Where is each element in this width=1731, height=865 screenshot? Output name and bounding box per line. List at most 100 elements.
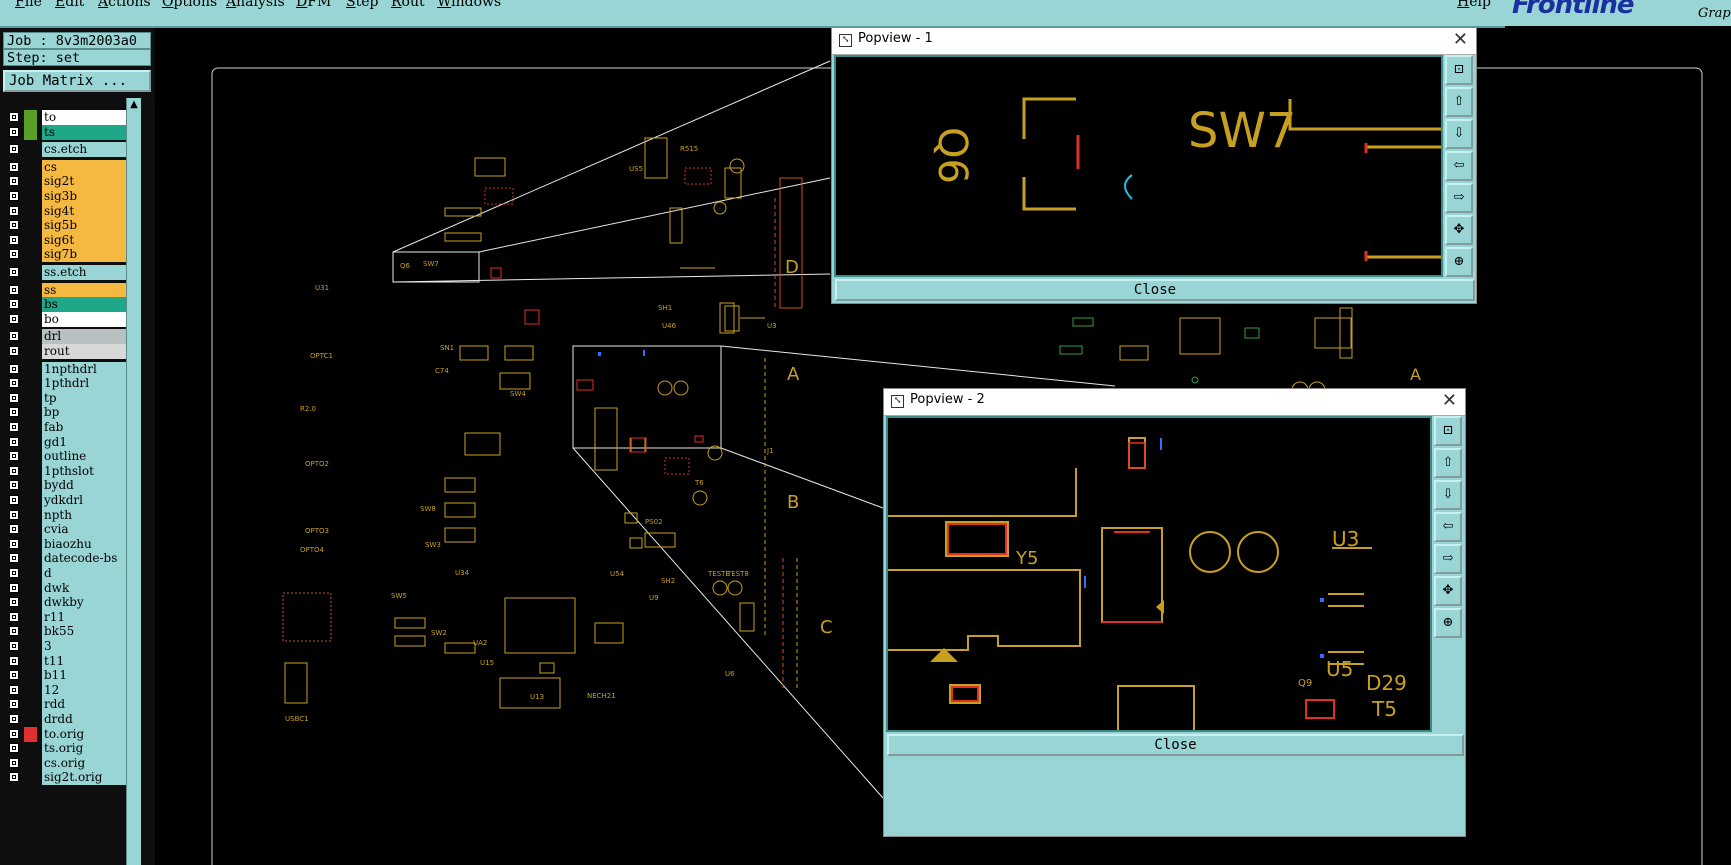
layer-checkbox[interactable] [9, 299, 19, 310]
layer-name[interactable]: d [42, 566, 126, 581]
layer-checkbox[interactable] [9, 378, 19, 389]
layer-checkbox[interactable] [9, 480, 19, 491]
zoom-in-icon[interactable]: ✥ [1445, 215, 1473, 245]
layer-name[interactable]: to [42, 110, 126, 125]
layer-checkbox[interactable] [9, 553, 19, 564]
layer-row[interactable]: outline [4, 449, 126, 465]
zoom-out-icon[interactable]: ⊕ [1445, 247, 1473, 277]
pan-down-icon[interactable]: ⇩ [1434, 480, 1462, 510]
zoom-in-icon[interactable]: ✥ [1434, 576, 1462, 606]
layer-name[interactable]: drl [42, 329, 126, 345]
layer-row[interactable]: to [4, 110, 126, 125]
layer-checkbox[interactable] [9, 699, 19, 710]
layer-row[interactable]: cs.orig [4, 755, 126, 771]
layer-row[interactable]: to.orig [4, 726, 126, 742]
layer-name[interactable]: biaozhu [42, 536, 126, 552]
popview-2-close-button[interactable]: Close [887, 734, 1464, 756]
zoom-out-icon[interactable]: ⊕ [1434, 608, 1462, 638]
layer-name[interactable]: rout [42, 344, 126, 359]
layer-name[interactable]: sig3b [42, 189, 126, 204]
layer-row[interactable]: dwkby [4, 595, 126, 611]
layer-name[interactable]: cvia [42, 522, 126, 538]
menu-windows[interactable]: Windows [437, 0, 502, 10]
layer-checkbox[interactable] [9, 313, 19, 324]
layer-list-scrollbar[interactable]: ▲ [126, 98, 141, 865]
layer-checkbox[interactable] [9, 346, 19, 356]
layer-name[interactable]: sig2t.orig [42, 770, 126, 786]
layer-row[interactable]: d [4, 566, 126, 581]
layer-name[interactable]: cs.orig [42, 755, 126, 771]
layer-row[interactable]: bp [4, 405, 126, 421]
layer-checkbox[interactable] [9, 743, 19, 754]
layer-checkbox[interactable] [9, 331, 19, 342]
layer-name[interactable]: ts [42, 124, 126, 140]
layer-name[interactable]: ydkdrl [42, 493, 126, 508]
layer-name[interactable]: ts.orig [42, 741, 126, 757]
layer-name[interactable]: sig4t [42, 203, 126, 219]
layer-row[interactable]: 1npthdrl [4, 361, 126, 377]
layer-name[interactable]: bydd [42, 478, 126, 494]
layer-name[interactable]: b11 [42, 668, 126, 684]
layer-name[interactable]: dwkby [42, 595, 126, 611]
layer-name[interactable]: cs.etch [42, 142, 126, 158]
popview-2-close-icon[interactable]: ✕ [1441, 390, 1457, 411]
layer-row[interactable]: bydd [4, 478, 126, 494]
layer-name[interactable]: tp [42, 390, 126, 406]
layer-name[interactable]: 1pthdrl [42, 376, 126, 392]
layer-checkbox[interactable] [9, 126, 19, 137]
layer-row[interactable]: cs [4, 159, 126, 175]
layer-row[interactable]: biaozhu [4, 536, 126, 552]
layer-checkbox[interactable] [9, 611, 19, 622]
layer-row[interactable]: sig4t [4, 203, 126, 219]
layer-row[interactable]: ts.orig [4, 741, 126, 757]
layer-checkbox[interactable] [9, 112, 19, 122]
layer-checkbox[interactable] [9, 538, 19, 549]
zoom-fit-icon[interactable]: ⊡ [1445, 55, 1473, 85]
layer-name[interactable]: outline [42, 449, 126, 465]
layer-name[interactable]: 1pthslot [42, 463, 126, 479]
pan-left-icon[interactable]: ⇦ [1434, 512, 1462, 542]
layer-checkbox[interactable] [9, 728, 19, 739]
layer-checkbox[interactable] [9, 714, 19, 724]
layer-name[interactable]: sig2t [42, 174, 126, 190]
layer-checkbox[interactable] [9, 524, 19, 535]
layer-name[interactable]: r11 [42, 609, 126, 625]
layer-name[interactable]: sig6t [42, 232, 126, 248]
layer-row[interactable]: 1pthdrl [4, 376, 126, 392]
layer-row[interactable]: bs [4, 297, 126, 313]
popview-1-titlebar[interactable]: ⤡ Popview - 1 ✕ [832, 28, 1476, 55]
layer-checkbox[interactable] [9, 267, 19, 277]
layer-checkbox[interactable] [9, 220, 19, 231]
layer-checkbox[interactable] [9, 392, 19, 403]
scroll-up-arrow[interactable]: ▲ [130, 99, 138, 110]
pan-right-icon[interactable]: ⇨ [1445, 183, 1473, 213]
popview-2-titlebar[interactable]: ⤡ Popview - 2 ✕ [884, 389, 1465, 416]
menu-rout[interactable]: Rout [391, 0, 425, 10]
layer-name[interactable]: bp [42, 405, 126, 421]
layer-name[interactable]: bk55 [42, 624, 126, 640]
popview-1-close-button[interactable]: Close [835, 279, 1475, 301]
layer-row[interactable]: sig6t [4, 232, 126, 248]
layer-checkbox[interactable] [9, 582, 19, 593]
layer-row[interactable]: drdd [4, 712, 126, 727]
layer-name[interactable]: rdd [42, 697, 126, 713]
layer-row[interactable]: datecode-bs [4, 551, 126, 567]
menu-dfm[interactable]: DFM [296, 0, 332, 10]
layer-checkbox[interactable] [9, 249, 19, 260]
layer-row[interactable]: sig2t.orig [4, 770, 126, 786]
pan-left-icon[interactable]: ⇦ [1445, 151, 1473, 181]
layer-row[interactable]: fab [4, 420, 126, 435]
layer-checkbox[interactable] [9, 772, 19, 783]
layer-name[interactable]: bs [42, 297, 126, 313]
layer-name[interactable]: cs [42, 159, 126, 175]
layer-row[interactable]: 1pthslot [4, 463, 126, 479]
layer-row[interactable]: tp [4, 390, 126, 406]
menu-options[interactable]: Options [162, 0, 218, 10]
layer-name[interactable]: sig5b [42, 218, 126, 234]
layer-checkbox[interactable] [9, 284, 19, 295]
layer-row[interactable]: ydkdrl [4, 493, 126, 508]
layer-row[interactable]: gd1 [4, 434, 126, 450]
layer-row[interactable]: sig7b [4, 247, 126, 263]
layer-name[interactable]: to.orig [42, 726, 126, 742]
layer-checkbox[interactable] [9, 234, 19, 245]
